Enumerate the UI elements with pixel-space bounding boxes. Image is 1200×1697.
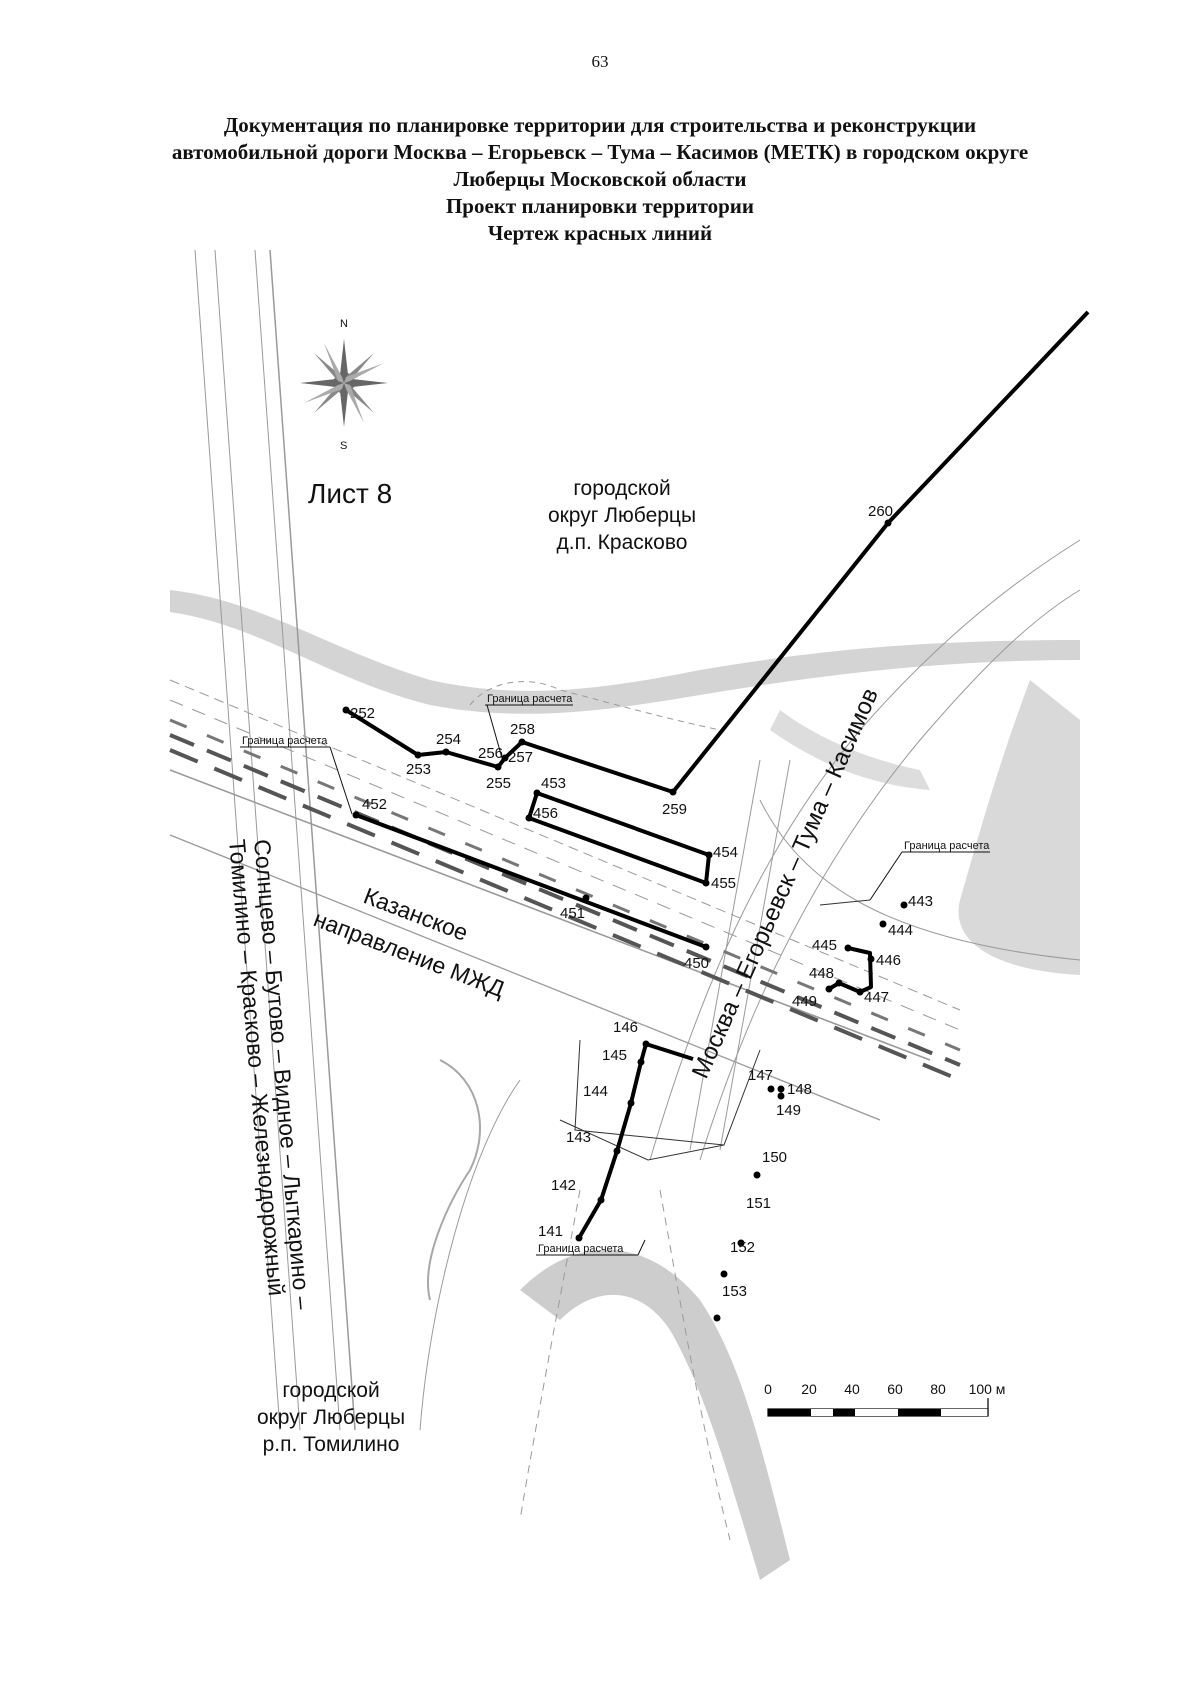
point-label-143: 143 [566, 1129, 591, 1146]
point-label-258: 258 [510, 721, 535, 738]
title-line-3: Люберцы Московской области [453, 167, 747, 191]
scale-tick-40: 40 [844, 1381, 860, 1397]
title-line-5: Чертеж красных линий [487, 221, 713, 245]
area-north-line-1: городской [573, 477, 670, 500]
north-letter: N [340, 318, 348, 330]
point-label-142: 142 [551, 1177, 576, 1194]
point-label-451: 451 [560, 905, 585, 922]
area-south-line-3: р.п. Томилино [263, 1433, 400, 1456]
point-label-455: 455 [711, 875, 736, 892]
point-label-150: 150 [762, 1149, 787, 1166]
point-label-147: 147 [748, 1067, 773, 1084]
point-label-447: 447 [864, 989, 889, 1006]
point-label-148: 148 [787, 1081, 812, 1098]
point-label-141: 141 [538, 1223, 563, 1240]
point-label-448: 448 [809, 965, 834, 982]
railway-tracks [169, 718, 961, 1082]
point-labels: 260 252 253 254 255 256 257 258 259 452 … [350, 503, 933, 1300]
south-letter: S [340, 440, 347, 452]
red-lines [344, 310, 1090, 1240]
red-line-445-443 [847, 946, 873, 994]
point-label-445: 445 [812, 937, 837, 954]
point-label-454: 454 [713, 844, 738, 861]
point-label-256: 256 [478, 745, 503, 762]
point-label-446: 446 [876, 952, 901, 969]
calculation-boundary [559, 899, 871, 1161]
scale-tick-0: 0 [764, 1381, 772, 1397]
area-south-line-2: округ Люберцы [257, 1406, 405, 1429]
point-label-260: 260 [868, 503, 893, 520]
calc-boundary-label-4: Граница расчета [538, 1243, 624, 1255]
point-label-444: 444 [888, 922, 913, 939]
point-label-452: 452 [362, 796, 387, 813]
compass-rose-icon: N S [300, 318, 388, 452]
area-north-line-3: д.п. Красково [557, 531, 688, 554]
point-label-153: 153 [722, 1283, 747, 1300]
point-label-152: 152 [730, 1239, 755, 1256]
railway-label: Казанское направление МЖД [310, 882, 508, 1002]
point-label-453: 453 [541, 775, 566, 792]
point-label-151: 151 [746, 1195, 771, 1212]
area-label-south: городской округ Люберцы р.п. Томилино [257, 1379, 405, 1456]
point-label-144: 144 [583, 1083, 608, 1100]
point-label-253: 253 [406, 761, 431, 778]
calc-boundary-label-1: Граница расчета [242, 735, 328, 747]
calc-boundary-label-2: Граница расчета [487, 693, 573, 705]
area-north-line-2: округ Люберцы [548, 504, 696, 527]
area-label-north: городской округ Люберцы д.п. Красково [548, 477, 696, 554]
point-label-149: 149 [776, 1102, 801, 1119]
point-label-145: 145 [602, 1047, 627, 1064]
point-markers [342, 519, 908, 1322]
page-number: 63 [591, 52, 609, 71]
document-title: Документация по планировке территории дл… [60, 112, 1140, 247]
scale-tick-100: 100 м [969, 1381, 1006, 1397]
red-line-449-447 [827, 981, 861, 994]
title-line-1: Документация по планировке территории дл… [223, 113, 977, 137]
point-label-146: 146 [613, 1019, 638, 1036]
scale-tick-20: 20 [801, 1381, 817, 1397]
calc-boundary-label-3: Граница расчета [904, 840, 990, 852]
calc-boundary-labels: Граница расчета Граница расчета Граница … [240, 693, 990, 1256]
terrain-shading [170, 590, 1080, 1580]
scale-tick-80: 80 [930, 1381, 946, 1397]
title-line-2: автомобильной дороги Москва – Егорьевск … [171, 140, 1029, 164]
point-label-450: 450 [684, 955, 709, 972]
point-label-254: 254 [436, 731, 461, 748]
red-line-146-153 [645, 1042, 694, 1061]
point-label-255: 255 [486, 775, 511, 792]
scale-bar: 0 20 40 60 80 100 м [764, 1381, 1006, 1417]
background-roads [169, 249, 1081, 1541]
point-label-449: 449 [792, 993, 817, 1010]
area-south-line-1: городской [282, 1379, 379, 1402]
point-label-257: 257 [508, 749, 533, 766]
sheet-label: Лист 8 [308, 478, 392, 509]
point-label-456: 456 [533, 805, 558, 822]
scale-tick-60: 60 [887, 1381, 903, 1397]
title-line-4: Проект планировки территории [445, 194, 755, 218]
point-label-443: 443 [908, 893, 933, 910]
point-label-259: 259 [662, 801, 687, 818]
red-line-452-450 [355, 813, 707, 949]
point-label-252: 252 [350, 705, 375, 722]
